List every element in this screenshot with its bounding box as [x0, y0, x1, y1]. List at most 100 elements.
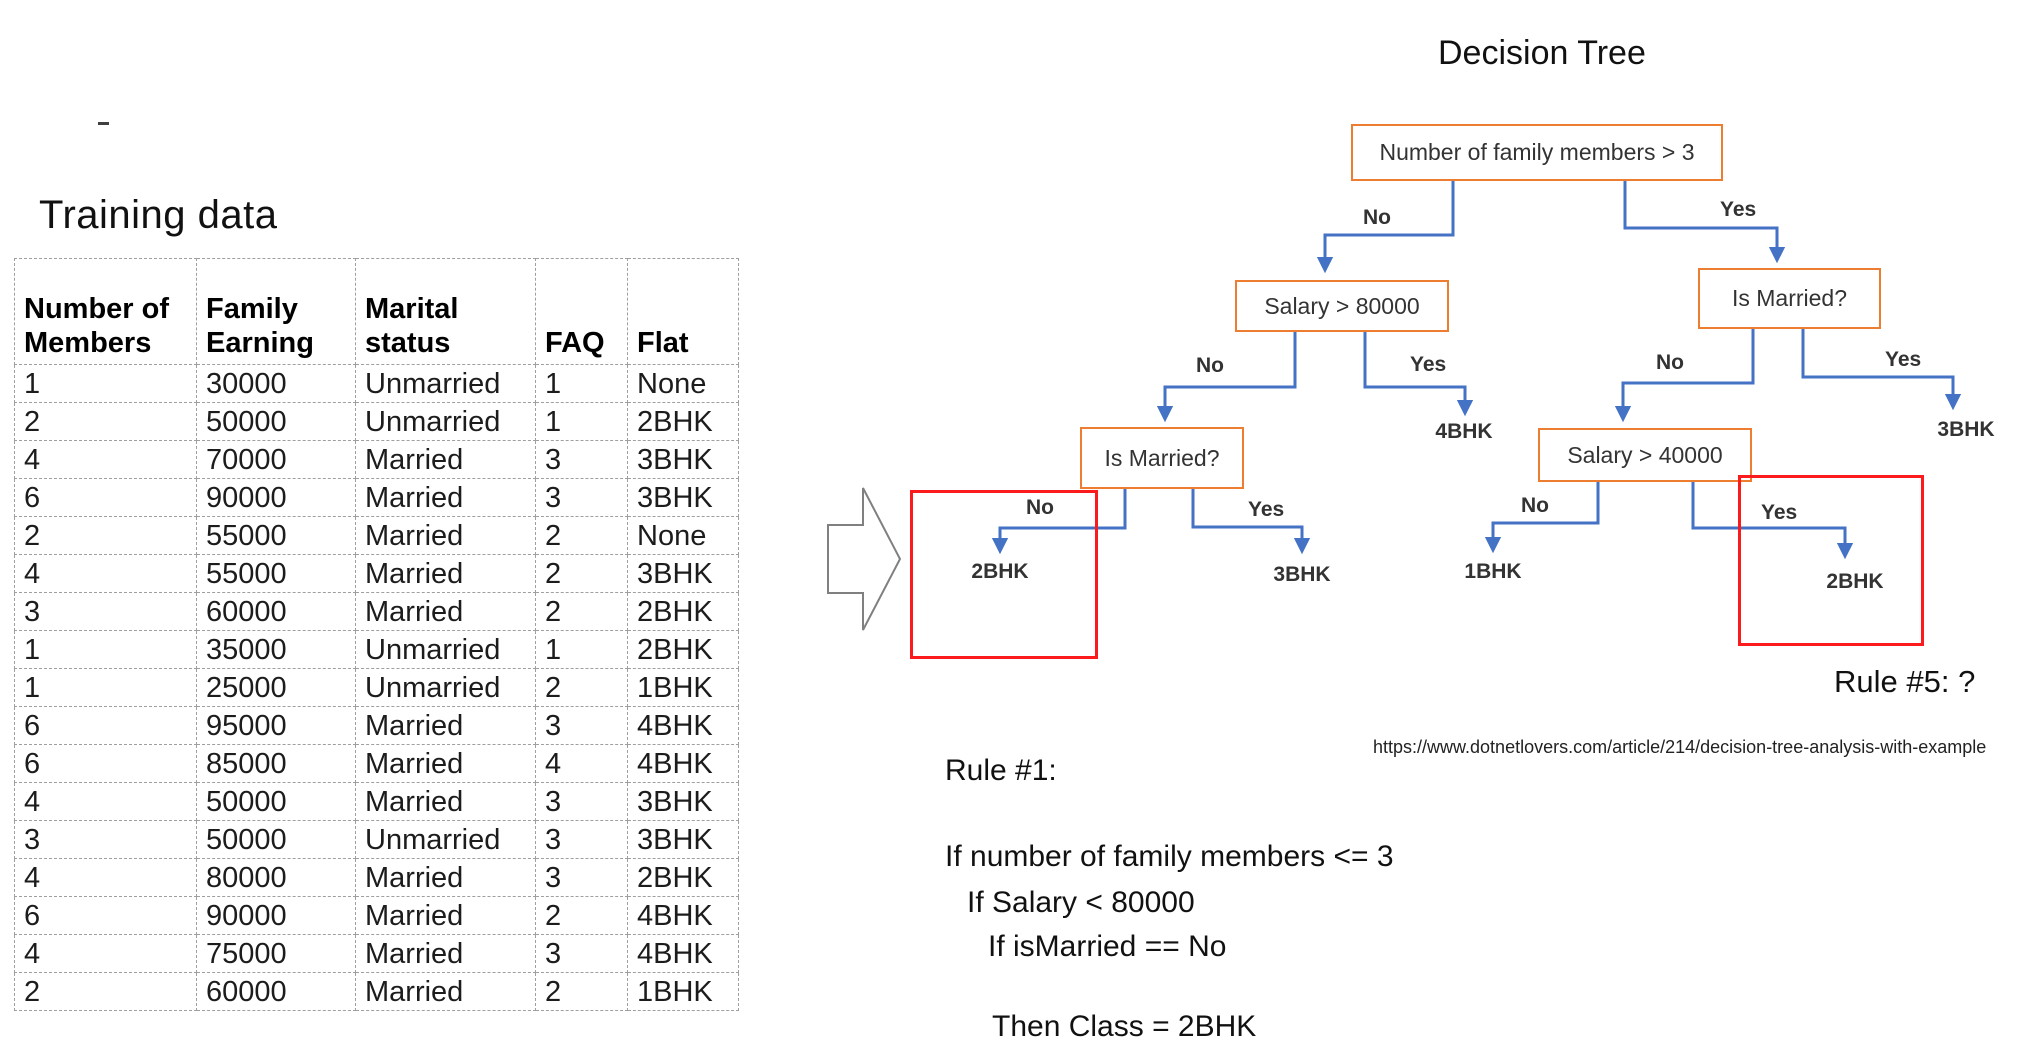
table-cell: 2BHK: [627, 858, 739, 897]
tree-node-is-married-right: Is Married?: [1698, 268, 1881, 329]
highlight-box-left: [910, 490, 1098, 659]
rule1-line-3: If isMarried == No: [988, 930, 1227, 963]
table-cell: 1: [535, 630, 628, 669]
tree-node-is-married-left: Is Married?: [1080, 427, 1244, 489]
table-cell: Married: [355, 706, 536, 745]
table-cell: 75000: [196, 934, 356, 973]
table-cell: Married: [355, 554, 536, 593]
table-cell: 3: [535, 706, 628, 745]
rule5-label: Rule #5: ?: [1834, 664, 1976, 699]
tree-node-salary-80000: Salary > 80000: [1235, 280, 1449, 332]
table-cell: 3BHK: [627, 440, 739, 479]
table-cell: 25000: [196, 668, 356, 707]
table-cell: 2: [14, 972, 197, 1011]
column-header: Family Earning: [196, 258, 356, 365]
dash-mark: [98, 122, 109, 125]
leaf-3bhk-right: 3BHK: [1937, 418, 1995, 441]
table-cell: 4: [14, 858, 197, 897]
connector-imr-no: [1614, 325, 1755, 423]
table-cell: Married: [355, 934, 536, 973]
table-cell: 3: [535, 858, 628, 897]
table-cell: 3: [535, 440, 628, 479]
rule1-line-4: Then Class = 2BHK: [992, 1010, 1257, 1043]
table-cell: Married: [355, 478, 536, 517]
table-cell: 2: [535, 972, 628, 1011]
table-cell: 4BHK: [627, 934, 739, 973]
table-cell: 55000: [196, 554, 356, 593]
table-cell: Married: [355, 516, 536, 555]
table-cell: 95000: [196, 706, 356, 745]
leaf-3bhk-left: 3BHK: [1273, 563, 1331, 586]
table-cell: 2: [535, 592, 628, 631]
tree-node-salary-40000: Salary > 40000: [1538, 428, 1752, 482]
table-cell: 90000: [196, 478, 356, 517]
table-cell: 2: [535, 668, 628, 707]
rule1-title: Rule #1:: [945, 754, 1057, 787]
table-cell: Married: [355, 972, 536, 1011]
branch-label-s80-yes: Yes: [1410, 353, 1447, 376]
table-cell: Unmarried: [355, 820, 536, 859]
table-cell: Married: [355, 592, 536, 631]
table-cell: Married: [355, 744, 536, 783]
table-cell: 2: [535, 554, 628, 593]
table-cell: 1: [14, 364, 197, 403]
table-cell: 30000: [196, 364, 356, 403]
leaf-2bhk-left: 2BHK: [971, 560, 1029, 583]
table-cell: 50000: [196, 820, 356, 859]
branch-label-s40-no: No: [1521, 494, 1549, 517]
table-cell: 4: [14, 554, 197, 593]
table-cell: 1: [14, 630, 197, 669]
table-cell: 4: [14, 782, 197, 821]
table-cell: 3BHK: [627, 820, 739, 859]
table-cell: 2: [14, 516, 197, 555]
highlight-box-right: [1738, 475, 1924, 646]
table-cell: 4BHK: [627, 744, 739, 783]
rule1-line-1: If number of family members <= 3: [945, 840, 1394, 873]
table-cell: 3BHK: [627, 782, 739, 821]
table-cell: 3: [14, 592, 197, 631]
table-cell: 90000: [196, 896, 356, 935]
tree-node-root: Number of family members > 3: [1351, 124, 1723, 181]
source-url-link[interactable]: https://www.dotnetlovers.com/article/214…: [1373, 737, 1987, 757]
table-cell: Unmarried: [355, 402, 536, 441]
table-cell: Unmarried: [355, 364, 536, 403]
table-cell: 3BHK: [627, 478, 739, 517]
table-cell: 6: [14, 706, 197, 745]
column-header: Number of Members: [14, 258, 197, 365]
table-cell: 3: [535, 934, 628, 973]
table-cell: 4: [14, 440, 197, 479]
table-cell: Married: [355, 782, 536, 821]
table-cell: 1: [535, 402, 628, 441]
table-cell: 2BHK: [627, 630, 739, 669]
table-cell: 85000: [196, 744, 356, 783]
table-cell: 2: [535, 516, 628, 555]
table-cell: None: [627, 516, 739, 555]
table-cell: 1: [535, 364, 628, 403]
table-cell: 4: [535, 744, 628, 783]
branch-label-s80-no: No: [1196, 354, 1224, 377]
branch-label-iml-yes: Yes: [1248, 498, 1285, 521]
connector-imr-yes: [1801, 325, 1962, 411]
table-cell: 1BHK: [627, 668, 739, 707]
table-cell: 2: [535, 896, 628, 935]
table-cell: 6: [14, 478, 197, 517]
table-cell: 4BHK: [627, 896, 739, 935]
table-cell: Married: [355, 440, 536, 479]
table-cell: 3: [535, 478, 628, 517]
